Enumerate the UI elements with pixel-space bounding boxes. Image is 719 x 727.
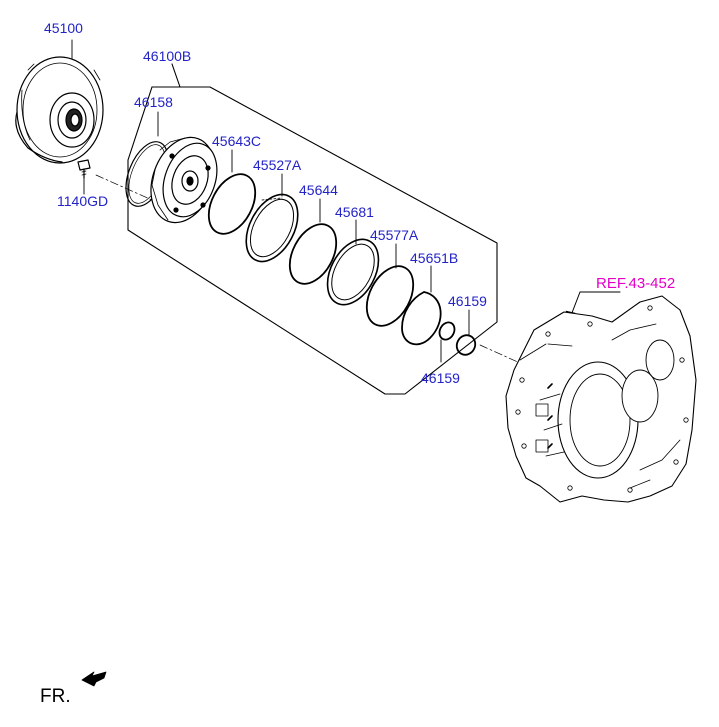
front-arrow-icon bbox=[81, 671, 107, 687]
label-bearing-45527a[interactable]: 45527A bbox=[253, 157, 302, 173]
label-seal-45644[interactable]: 45644 bbox=[299, 182, 338, 198]
label-torque-converter[interactable]: 45100 bbox=[44, 20, 83, 36]
label-reference[interactable]: REF.43-452 bbox=[596, 275, 676, 292]
label-seal-45643c[interactable]: 45643C bbox=[212, 133, 262, 149]
label-o-ring[interactable]: 46158 bbox=[134, 94, 173, 110]
bolt-icon[interactable] bbox=[77, 159, 91, 179]
seal-46159-lower[interactable] bbox=[437, 320, 458, 342]
label-front: FR. bbox=[40, 686, 71, 707]
seal-46159-upper[interactable] bbox=[453, 332, 478, 358]
label-seal-46159-top[interactable]: 46159 bbox=[448, 293, 487, 309]
seal-45643c[interactable] bbox=[199, 166, 264, 241]
label-seal-46159-bottom[interactable]: 46159 bbox=[421, 370, 460, 386]
torque-converter-icon[interactable] bbox=[15, 56, 104, 164]
label-pump-assy[interactable]: 46100B bbox=[143, 48, 192, 64]
label-snap-ring[interactable]: 45651B bbox=[410, 250, 459, 266]
bearing-45681[interactable] bbox=[317, 231, 389, 313]
snap-ring-45651b[interactable] bbox=[401, 291, 442, 346]
label-seal-45577a[interactable]: 45577A bbox=[370, 227, 419, 243]
centerline bbox=[95, 174, 153, 201]
transaxle-housing-icon[interactable] bbox=[505, 295, 697, 503]
oil-pump-icon[interactable] bbox=[140, 128, 227, 231]
assembly-bracket-top bbox=[127, 86, 153, 161]
assembly-bracket-46100b bbox=[127, 63, 498, 395]
seal-45577a[interactable] bbox=[357, 258, 422, 333]
bearing-45527a[interactable] bbox=[236, 186, 309, 270]
label-bolt[interactable]: 1140GD bbox=[57, 193, 109, 209]
label-bearing-45681[interactable]: 45681 bbox=[335, 204, 374, 220]
seal-45644[interactable] bbox=[280, 216, 345, 291]
